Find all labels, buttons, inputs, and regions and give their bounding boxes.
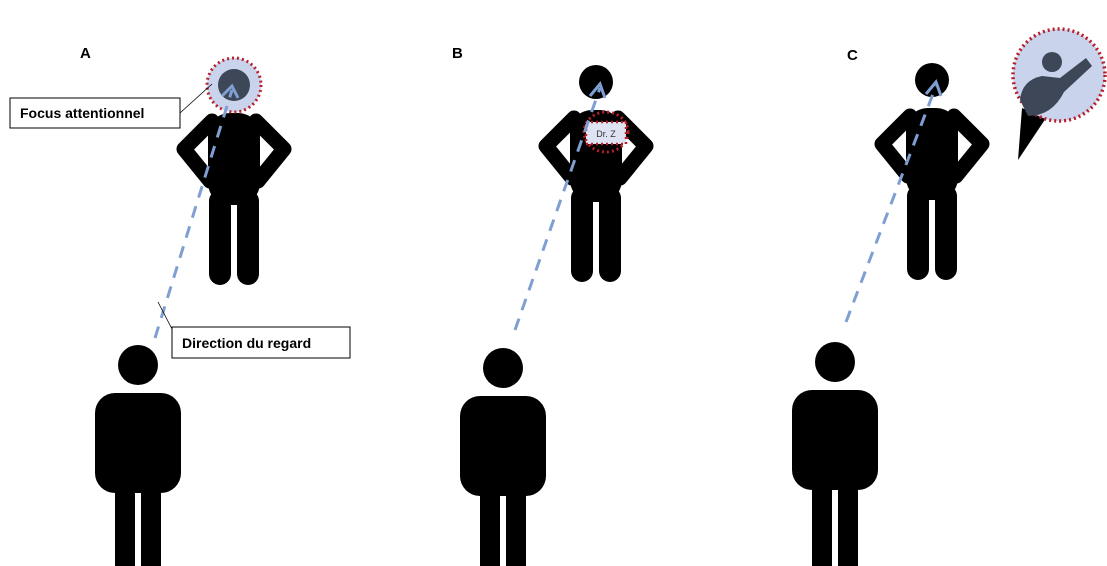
target-person-b bbox=[546, 65, 646, 282]
panel-c-letter: C bbox=[847, 47, 858, 64]
waving-person-icon bbox=[1020, 52, 1092, 116]
gaze-callout: Direction du regard bbox=[157, 301, 351, 359]
focus-callout: Focus attentionnel bbox=[9, 83, 213, 129]
badge-label: Dr. Z bbox=[596, 129, 616, 139]
gaze-line-c bbox=[844, 79, 943, 323]
focus-callout-label: Focus attentionnel bbox=[20, 105, 144, 121]
gaze-callout-label: Direction du regard bbox=[182, 335, 311, 351]
focus-ring-a bbox=[205, 56, 263, 114]
observer-b bbox=[460, 348, 546, 566]
panel-b: B Dr. Z bbox=[452, 45, 646, 566]
panel-b-letter: B bbox=[452, 45, 463, 62]
panel-a: A Focus attentionnel Direction du regard bbox=[9, 45, 351, 566]
panel-c: C bbox=[792, 27, 1107, 566]
gaze-line-a bbox=[153, 83, 240, 339]
name-badge: Dr. Z bbox=[582, 110, 630, 154]
observer-a bbox=[95, 345, 181, 566]
focus-bubble-c bbox=[1011, 27, 1107, 160]
gaze-line-b bbox=[513, 81, 607, 331]
panel-a-letter: A bbox=[80, 45, 91, 62]
observer-c bbox=[792, 342, 878, 566]
